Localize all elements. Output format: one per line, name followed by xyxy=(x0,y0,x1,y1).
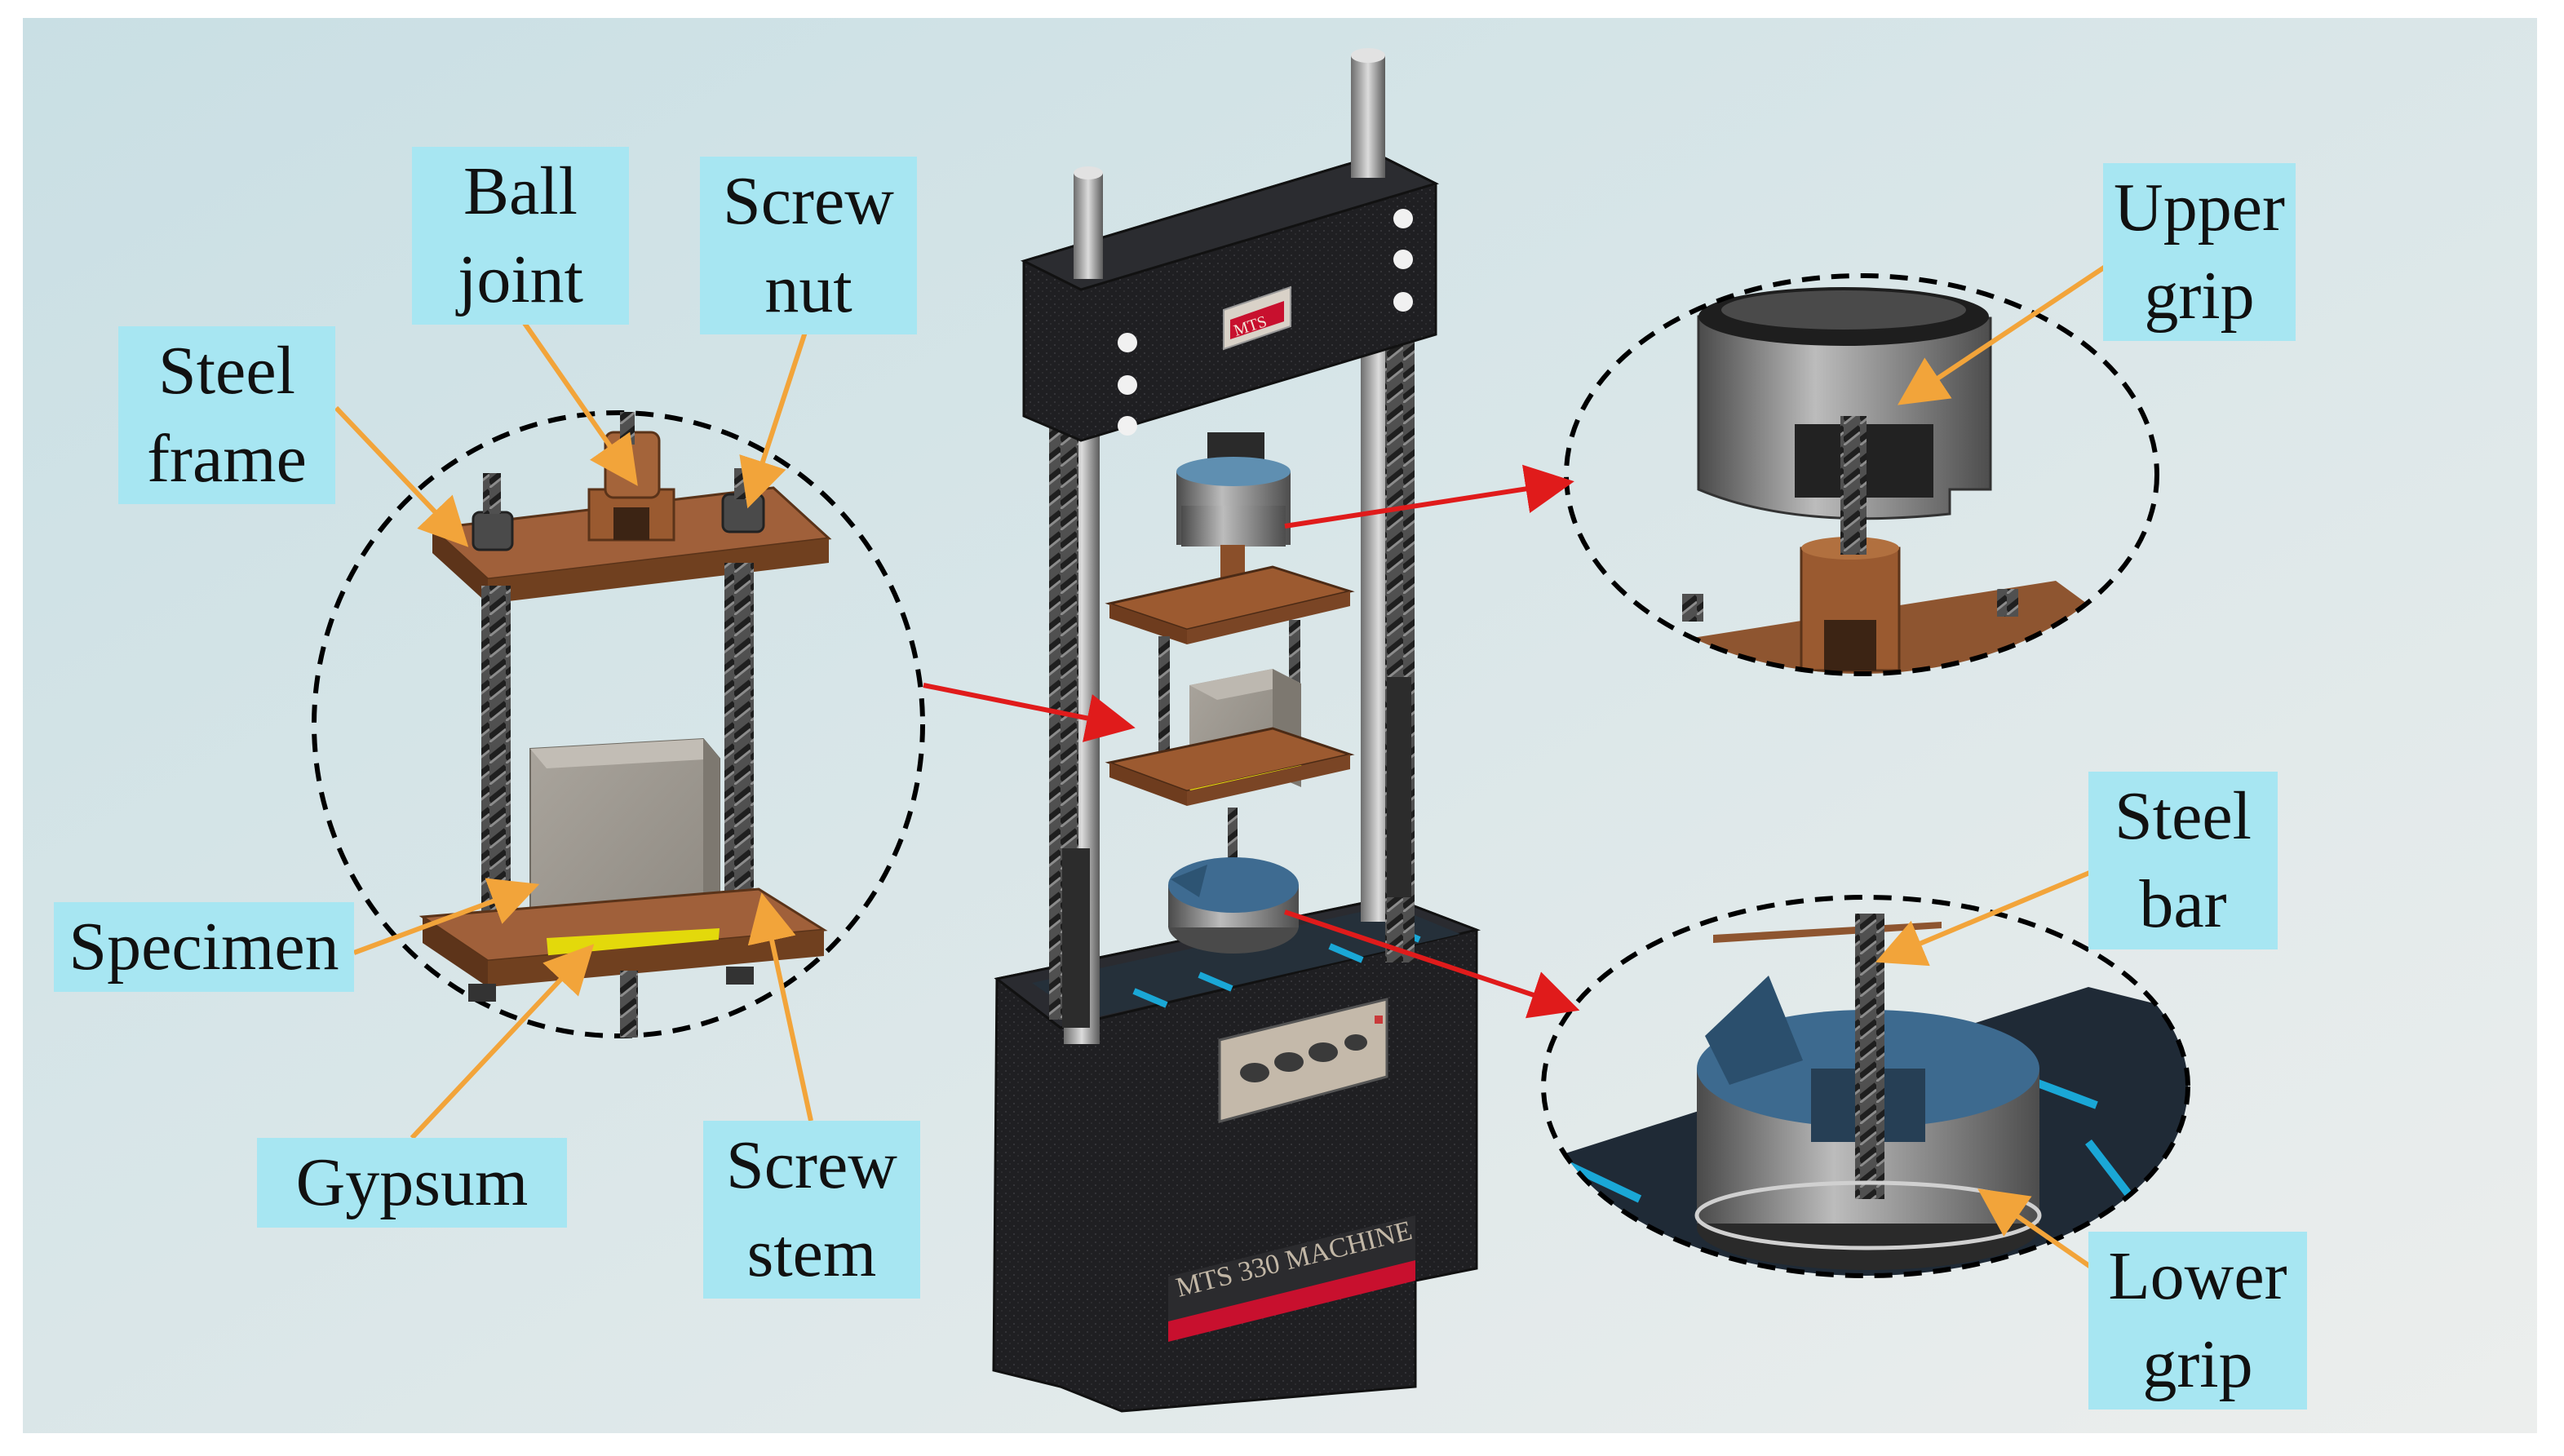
pointer-arrow-upper-grip xyxy=(1284,464,1574,529)
steel-frame-bottom-plate-edge xyxy=(423,917,488,987)
label-steel-bar: Steel bar xyxy=(2088,772,2278,949)
leader-upper-grip xyxy=(1898,260,2113,405)
pointer-arrow-fixture xyxy=(923,683,1136,742)
bottom-nut-right xyxy=(726,967,754,985)
table-slot xyxy=(1198,971,1233,992)
crosshead-bolt xyxy=(1118,375,1137,395)
leader-lines xyxy=(334,260,2113,1270)
label-gypsum: Gypsum xyxy=(257,1138,567,1228)
pointer-arrow-lower-grip xyxy=(1284,909,1580,1019)
upper-detail-ball-joint-slot xyxy=(1824,620,1876,670)
specimen-cube-side xyxy=(703,739,720,938)
screw-nut-left-thread xyxy=(483,473,501,514)
steel-bar-detail xyxy=(620,971,638,1038)
leader-gypsum xyxy=(410,944,595,1140)
screw-nut-left xyxy=(472,511,514,551)
screw-stem-right xyxy=(724,563,754,914)
table-slot xyxy=(1328,943,1364,963)
lower-detail-steel-bar xyxy=(1855,914,1884,1199)
leader-steel-bar xyxy=(1875,865,2105,967)
upper-grip-small xyxy=(1181,506,1286,547)
column-left-cap xyxy=(1074,166,1103,179)
upper-grip-stem xyxy=(1840,416,1867,555)
crosshead-top xyxy=(1020,153,1440,291)
screw-stem-left xyxy=(481,586,511,928)
fixture-stem xyxy=(1158,636,1170,775)
mts-logo: MTS xyxy=(1223,285,1291,351)
lower-grip-small-notch xyxy=(1171,865,1207,897)
crosshead-bolt xyxy=(1393,292,1413,312)
label-ball-joint: Ball joint xyxy=(412,147,629,325)
bottom-nut-left xyxy=(468,984,496,1002)
upper-grip-detail-circle xyxy=(1564,273,2159,676)
fixture-top-plate-edge xyxy=(1109,604,1187,644)
fixture-bottom-plate-edge xyxy=(1109,763,1187,806)
mts-machine: MTS 330 MACHINE MTS xyxy=(992,48,1481,1413)
crosshead-bolt xyxy=(1393,250,1413,269)
table-slot xyxy=(1132,988,1168,1008)
control-panel xyxy=(1218,998,1388,1123)
label-screw-nut: Screw nut xyxy=(700,157,917,334)
lower-grip-detail-circle xyxy=(1541,895,2190,1278)
lower-detail-slot xyxy=(2085,1139,2132,1198)
fixture-top-plate-side xyxy=(1187,591,1350,644)
fixture-detail-circle xyxy=(312,410,925,1038)
lower-grip-ring xyxy=(1694,1180,2042,1250)
label-specimen: Specimen xyxy=(54,902,354,992)
column-right-cap xyxy=(1351,48,1385,63)
label-steel-frame: Steel frame xyxy=(118,326,335,504)
leader-lower-grip xyxy=(1977,1188,2093,1270)
leader-ball-joint xyxy=(520,318,638,486)
upper-detail-nut xyxy=(1682,594,1703,622)
leader-specimen xyxy=(352,878,540,955)
crosshead-bolt xyxy=(1118,416,1137,436)
lower-grip-notch xyxy=(1705,976,1803,1085)
label-upper-grip: Upper grip xyxy=(2103,163,2296,341)
leader-screw-nut xyxy=(739,324,810,509)
screw-nut-right-thread xyxy=(734,468,752,499)
column-left-top xyxy=(1074,173,1103,279)
column-right-top xyxy=(1351,55,1385,178)
steel-frame-top-plate-edge xyxy=(432,529,488,604)
specimen-cube-top xyxy=(530,739,720,768)
column-left-sleeve xyxy=(1062,848,1090,1028)
label-lower-grip: Lower grip xyxy=(2088,1232,2307,1410)
crosshead-bolt xyxy=(1393,209,1413,228)
lower-grip-detail xyxy=(1541,895,2190,1278)
leader-screw-stem xyxy=(747,892,813,1122)
steel-frame-top-plate-side xyxy=(488,538,829,604)
upper-grip-inner xyxy=(1721,290,1966,330)
leader-steel-frame xyxy=(334,405,469,547)
fixture-bottom-plate-side xyxy=(1187,755,1350,806)
steel-bar-small xyxy=(1228,808,1238,873)
load-cell-face xyxy=(1176,457,1291,486)
upper-detail-nut xyxy=(1997,589,2018,617)
lower-detail-slot xyxy=(2030,1077,2098,1109)
crosshead-bolt xyxy=(1118,333,1137,352)
label-screw-stem: Screw stem xyxy=(703,1121,920,1299)
screw-nut-right xyxy=(721,493,765,533)
column-right-sleeve xyxy=(1387,677,1411,897)
